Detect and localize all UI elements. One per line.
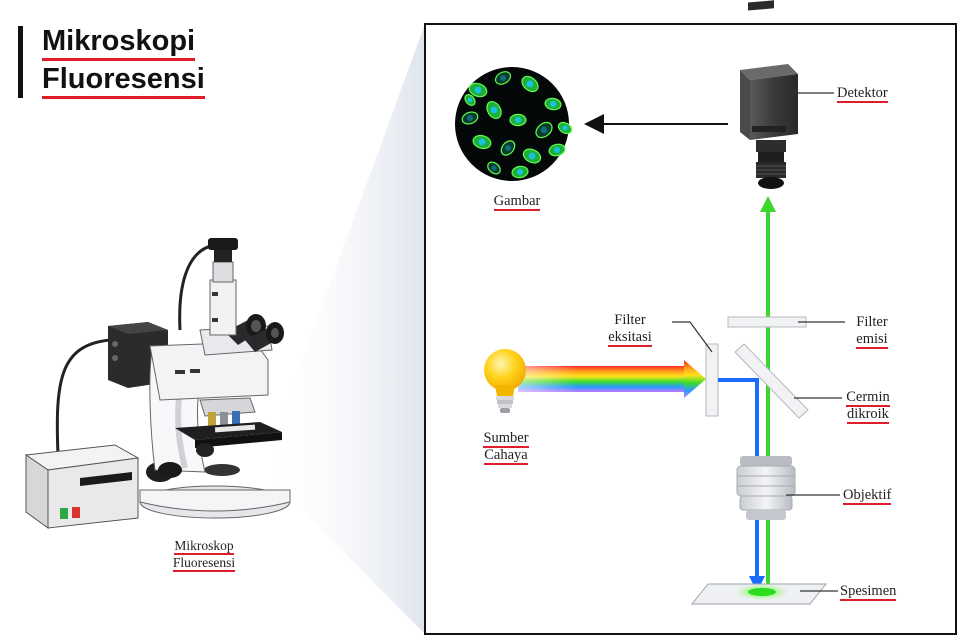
cell-nucleus (516, 168, 524, 176)
fluorescence-image (455, 67, 573, 181)
detector-label: Detektor (837, 85, 888, 103)
cell-nucleus (562, 125, 568, 131)
cell-nucleus (478, 138, 486, 146)
power-supply-box (24, 444, 140, 529)
page-title-line1: Mikroskopi (42, 24, 196, 61)
cell-nucleus (540, 126, 548, 134)
dichroic-mirror (734, 343, 809, 419)
specimen-slide (690, 583, 828, 605)
white-light-beam (518, 360, 706, 398)
image-label: Gambar (493, 193, 541, 211)
microscope-label: Mikroskop Fluoresensi (172, 538, 236, 572)
objective-label: Objektif (843, 487, 892, 505)
cell-nucleus (467, 97, 473, 103)
excitation-filter-label: Filter eksitasi (608, 312, 652, 347)
cell-nucleus (499, 74, 507, 82)
microscope-illustration (24, 238, 291, 529)
page-title-line2: Fluoresensi (42, 62, 205, 99)
dichroic-mirror-label: Cermin dikroik (846, 389, 890, 424)
title-accent-bar (18, 26, 23, 98)
cell-nucleus (553, 146, 561, 154)
cell-nucleus (528, 152, 536, 160)
specimen-label: Spesimen (840, 583, 897, 601)
light-source-label: Sumber Cahaya (483, 430, 529, 465)
emission-filter-label: Filter emisi (856, 314, 888, 349)
cell-nucleus (504, 144, 512, 152)
excitation-filter-leader (672, 321, 713, 353)
eyepieces (225, 314, 284, 352)
light-bulb-icon (484, 349, 526, 413)
detector-camera (740, 0, 798, 189)
emission-beam-arrowhead (760, 196, 776, 212)
cell-nucleus (526, 80, 534, 88)
cell-nucleus (490, 106, 498, 114)
excitation-filter (705, 343, 719, 417)
cell-nucleus (474, 86, 482, 94)
cell-nucleus (466, 114, 474, 122)
cell-nucleus (549, 100, 557, 108)
emission-filter (727, 316, 807, 328)
cell-nucleus (514, 116, 522, 124)
projection-cone (262, 24, 425, 634)
cell-nucleus (491, 165, 497, 171)
objective-lens (736, 456, 796, 520)
